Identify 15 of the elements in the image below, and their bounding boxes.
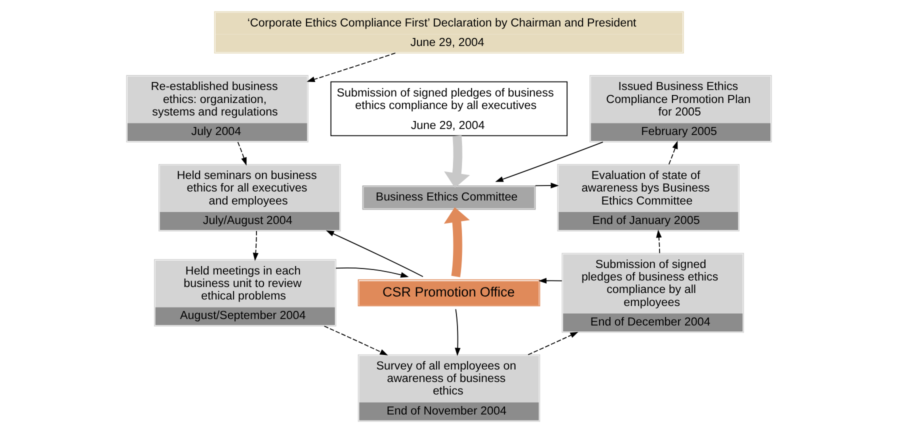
arrow xyxy=(444,207,470,278)
arrow xyxy=(535,182,559,188)
arrow xyxy=(656,230,662,254)
arrow xyxy=(306,52,396,82)
arrow xyxy=(335,267,409,278)
arrow xyxy=(252,230,258,261)
arrow xyxy=(454,308,460,356)
arrow xyxy=(237,142,247,166)
arrow xyxy=(668,140,678,165)
arrow xyxy=(326,230,424,278)
arrow xyxy=(495,142,604,182)
arrow xyxy=(528,332,578,356)
arrow xyxy=(324,326,388,356)
arrow xyxy=(444,135,470,188)
arrow xyxy=(538,278,562,284)
